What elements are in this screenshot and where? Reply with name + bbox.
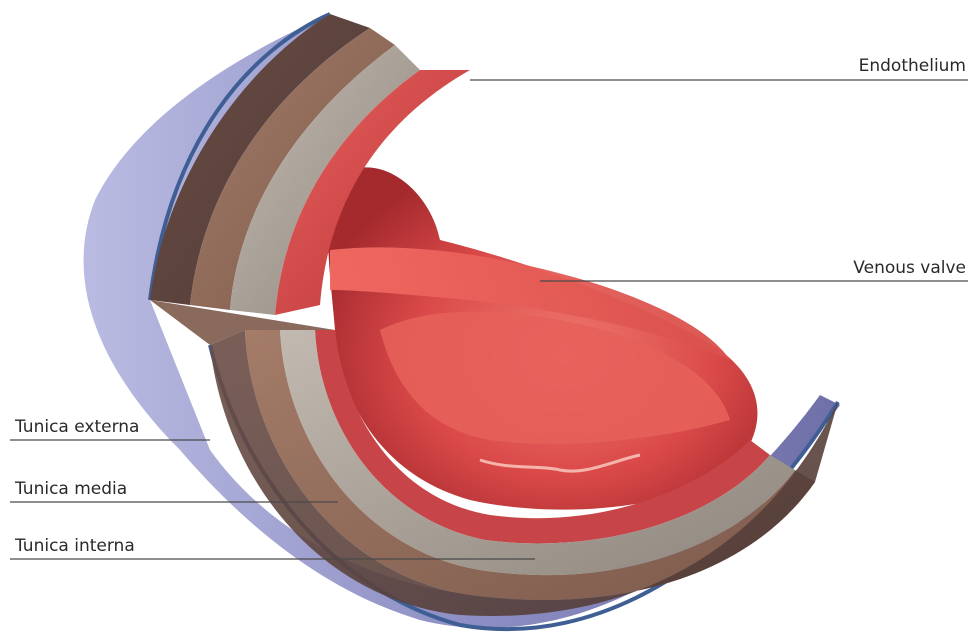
label-tunica-externa: Tunica externa — [15, 417, 139, 437]
label-tunica-interna: Tunica interna — [15, 536, 135, 556]
label-endothelium: Endothelium — [859, 56, 966, 76]
label-venous-valve: Venous valve — [853, 258, 966, 278]
label-tunica-media: Tunica media — [15, 479, 127, 499]
